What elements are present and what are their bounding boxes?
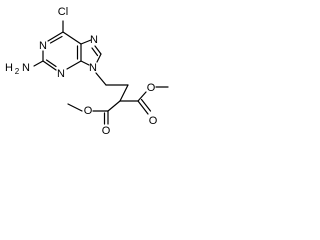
atom-ester1-o-single: O xyxy=(84,105,93,117)
bond-n7-c8 xyxy=(94,45,102,55)
bond-c2-nh2 xyxy=(33,60,44,67)
atom-amine-subscript: 2 xyxy=(15,67,20,76)
atom-ester1-o-double: O xyxy=(102,125,111,137)
atom-label-layer: Cl N N N N H 2 N O O O O xyxy=(5,6,158,137)
bond-ch2b-ch xyxy=(119,84,129,102)
bond-n9-c4 xyxy=(80,60,90,66)
bond-n9-ch2a xyxy=(95,72,107,86)
atom-amine-h: H xyxy=(5,62,13,74)
bond-c-ester2-o-single xyxy=(137,91,147,102)
bond-layer xyxy=(33,20,169,125)
atom-amine-n: N xyxy=(22,62,30,74)
bond-ch-c-ester1 xyxy=(107,100,121,112)
atom-ester2-o-single: O xyxy=(147,82,156,94)
bond-c2-n3 xyxy=(42,60,57,71)
bond-c6-n1-inner xyxy=(49,35,63,44)
bond-c-ester2-o-double xyxy=(137,100,149,115)
atom-cl: Cl xyxy=(58,6,68,18)
bond-o-ester1-methyl xyxy=(67,103,83,112)
bond-c6-n1 xyxy=(47,31,64,42)
bond-n7-c8-inner xyxy=(91,47,99,57)
bond-c5-c6 xyxy=(62,31,82,45)
atom-ester2-o-double: O xyxy=(149,115,158,127)
bond-c5-n7 xyxy=(80,39,92,45)
bond-n3-c4 xyxy=(66,60,82,70)
atom-n7: N xyxy=(90,34,98,46)
bond-c8-n9 xyxy=(96,53,102,63)
bond-c-ester2-o-double-inner xyxy=(140,98,152,112)
atom-n1: N xyxy=(39,40,47,52)
atom-n3: N xyxy=(57,68,65,80)
bond-c2-n3-inner xyxy=(45,59,57,68)
chemical-structure: Cl N N N N H 2 N O O O O xyxy=(5,6,169,137)
atom-n9: N xyxy=(89,62,97,74)
